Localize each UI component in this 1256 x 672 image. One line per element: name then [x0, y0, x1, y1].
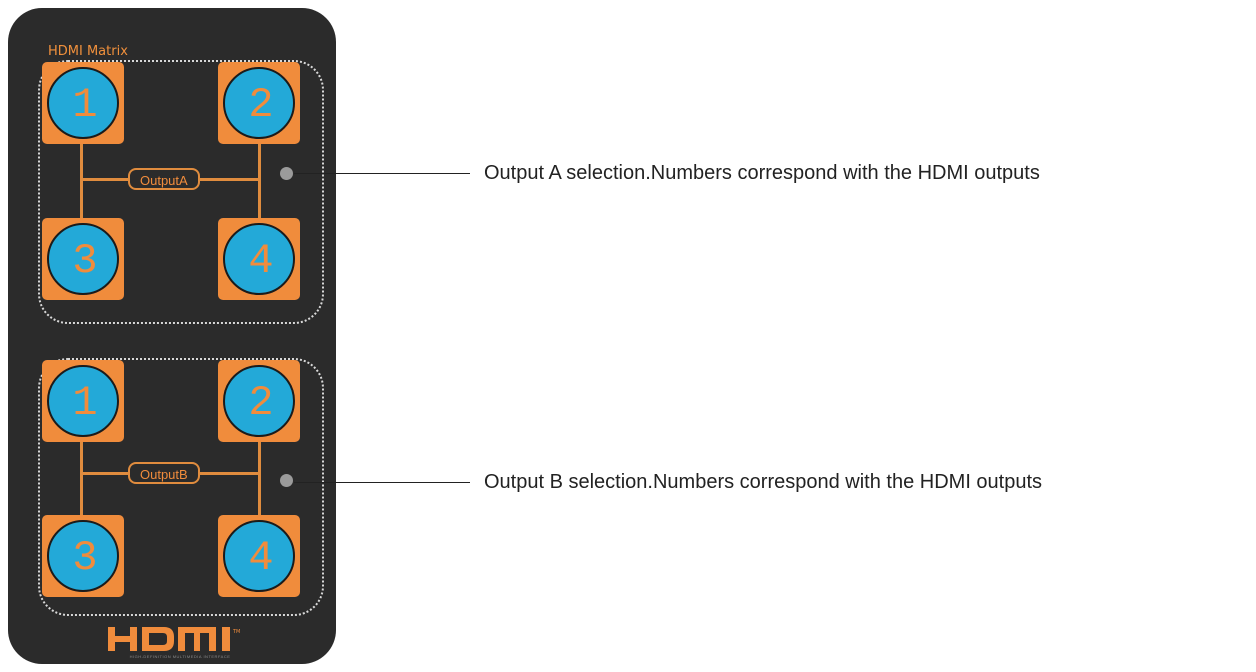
button-number: 2: [248, 81, 274, 129]
callout-output-b: Output B selection.Numbers correspond wi…: [484, 471, 1043, 493]
connector-line: [258, 138, 261, 238]
callout-output-a: Output A selection.Numbers correspond wi…: [484, 162, 1040, 184]
connector-line: [80, 432, 83, 542]
button-face: 2: [223, 67, 295, 139]
output-b-led-indicator: [280, 474, 293, 487]
output-b-input-1-button[interactable]: 1: [42, 360, 124, 442]
svg-text:TM: TM: [232, 629, 240, 635]
callout-line-a: [294, 173, 470, 174]
button-face: 1: [47, 67, 119, 139]
output-a-group: [38, 60, 324, 324]
device-title: HDMI Matrix: [48, 44, 128, 59]
button-number: 1: [72, 81, 98, 129]
output-a-input-4-button[interactable]: 4: [218, 218, 300, 300]
button-face: 4: [223, 223, 295, 295]
button-number: 3: [72, 534, 98, 582]
button-number: 4: [248, 534, 274, 582]
output-a-input-2-button[interactable]: 2: [218, 62, 300, 144]
button-face: 4: [223, 520, 295, 592]
button-face: 3: [47, 520, 119, 592]
button-face: 1: [47, 365, 119, 437]
button-number: 2: [248, 379, 274, 427]
output-b-input-4-button[interactable]: 4: [218, 515, 300, 597]
hdmi-logo-subtitle: HIGH-DEFINITION MULTIMEDIA INTERFACE: [129, 654, 231, 659]
button-number: 3: [72, 237, 98, 285]
button-number: 4: [248, 237, 274, 285]
output-b-group: [38, 358, 324, 616]
button-number: 1: [72, 379, 98, 427]
callout-line-b: [294, 482, 470, 483]
button-face: 3: [47, 223, 119, 295]
hdmi-matrix-remote: HDMI Matrix 1 2 3 4 OutputA 1 2 3 4 Outp…: [8, 8, 336, 664]
output-b-input-2-button[interactable]: 2: [218, 360, 300, 442]
output-a-input-1-button[interactable]: 1: [42, 62, 124, 144]
connector-line: [80, 138, 83, 238]
output-a-led-indicator: [280, 167, 293, 180]
hdmi-logo: TM: [108, 627, 240, 651]
output-a-label: OutputA: [128, 168, 200, 190]
button-face: 2: [223, 365, 295, 437]
connector-line: [258, 432, 261, 542]
output-b-label: OutputB: [128, 462, 200, 484]
output-a-input-3-button[interactable]: 3: [42, 218, 124, 300]
output-b-input-3-button[interactable]: 3: [42, 515, 124, 597]
